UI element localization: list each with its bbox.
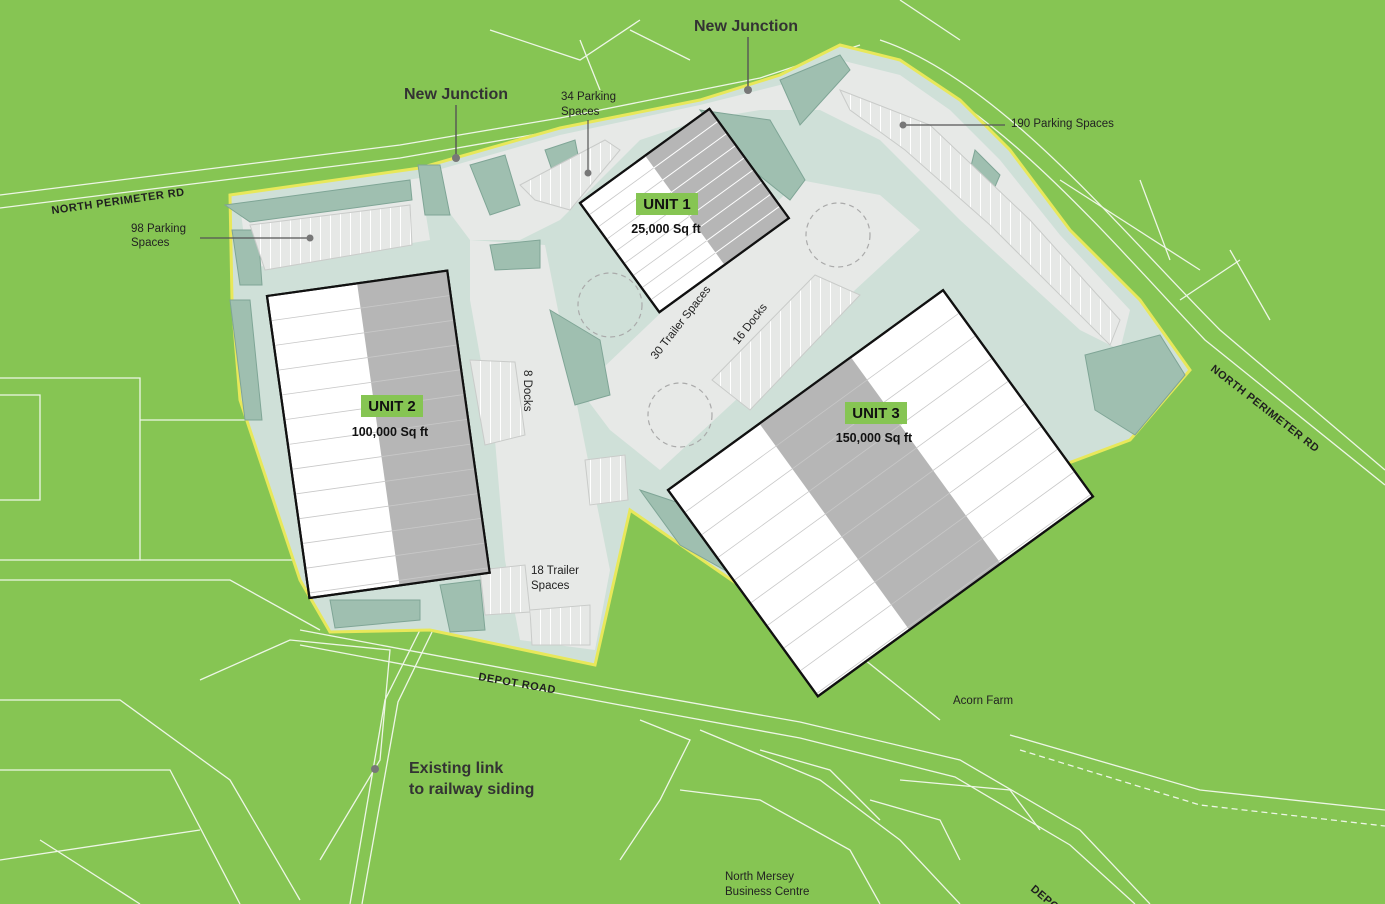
planting-belts bbox=[223, 54, 1186, 633]
unit-1-area: 25,000 Sq ft bbox=[631, 222, 701, 236]
road-north-perimeter-east: NORTH PERIMETER RD bbox=[1208, 363, 1321, 455]
trailer-yard bbox=[584, 454, 629, 506]
unit-1-label: UNIT 1 25,000 Sq ft bbox=[631, 193, 702, 236]
unit-2-area: 100,000 Sq ft bbox=[352, 425, 429, 439]
unit-2-title: UNIT 2 bbox=[368, 398, 416, 415]
unit-2-label: UNIT 2 100,000 Sq ft bbox=[352, 395, 429, 439]
new-junction-west-label: New Junction bbox=[404, 86, 508, 103]
parking-bays bbox=[249, 89, 1121, 646]
road-north-perimeter-west: NORTH PERIMETER RD bbox=[51, 186, 186, 217]
acorn-farm-label: Acorn Farm bbox=[953, 695, 1013, 707]
parking-190-pin bbox=[899, 121, 907, 129]
parking-190-label: 190 Parking Spaces bbox=[1011, 118, 1114, 130]
unit-3-title: UNIT 3 bbox=[852, 405, 900, 422]
parking-34-pin bbox=[584, 169, 592, 177]
unit-3-label: UNIT 3 150,000 Sq ft bbox=[836, 402, 913, 445]
road-depot: DEPOT ROAD bbox=[477, 671, 556, 696]
rail-link-label-1: Existing link bbox=[409, 760, 503, 777]
unit-2-building[interactable] bbox=[265, 269, 491, 600]
new-junction-west-pin bbox=[452, 154, 460, 162]
new-junction-north-pin bbox=[744, 86, 752, 94]
new-junction-north-label: New Junction bbox=[694, 18, 798, 35]
parking-34-label-1: 34 Parking bbox=[561, 91, 616, 103]
docks-16 bbox=[711, 274, 861, 411]
trailer-18-label-2: Spaces bbox=[531, 580, 570, 592]
parking-34 bbox=[519, 139, 621, 211]
parking-trailer-18b bbox=[529, 604, 591, 646]
rail-link-pin bbox=[371, 765, 379, 773]
rail-link-label-2: to railway siding bbox=[409, 781, 534, 798]
business-centre-label-2: Business Centre bbox=[725, 886, 809, 898]
docks-8 bbox=[469, 359, 526, 446]
parking-98 bbox=[249, 204, 413, 271]
parking-98-pin bbox=[306, 234, 314, 242]
business-centre-label-1: North Mersey bbox=[725, 871, 794, 883]
docks-8-label: 8 Docks bbox=[521, 370, 533, 412]
parking-190 bbox=[838, 89, 1121, 346]
parking-34-label-2: Spaces bbox=[561, 106, 600, 118]
parking-98-label-2: Spaces bbox=[131, 237, 170, 249]
parking-98-label-1: 98 Parking bbox=[131, 223, 186, 235]
unit-1-title: UNIT 1 bbox=[643, 196, 691, 213]
trailer-18-label-1: 18 Trailer bbox=[531, 565, 579, 577]
turning-circles bbox=[577, 202, 871, 448]
unit-3-building[interactable] bbox=[666, 288, 1095, 698]
unit-3-area: 150,000 Sq ft bbox=[836, 431, 913, 445]
road-depot-cut: DEPO bbox=[1028, 883, 1061, 904]
